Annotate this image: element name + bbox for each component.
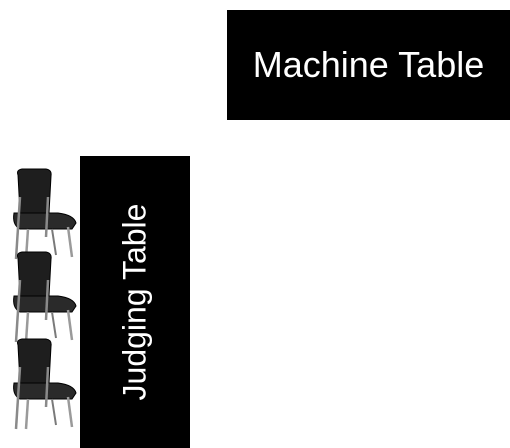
chair-icon xyxy=(6,167,80,263)
machine-table: Machine Table xyxy=(227,10,510,120)
chair-icon xyxy=(6,250,80,346)
machine-table-label: Machine Table xyxy=(253,44,485,86)
judging-table: Judging Table xyxy=(80,156,190,448)
chair-icon xyxy=(6,337,80,433)
judging-table-label: Judging Table xyxy=(117,204,154,401)
